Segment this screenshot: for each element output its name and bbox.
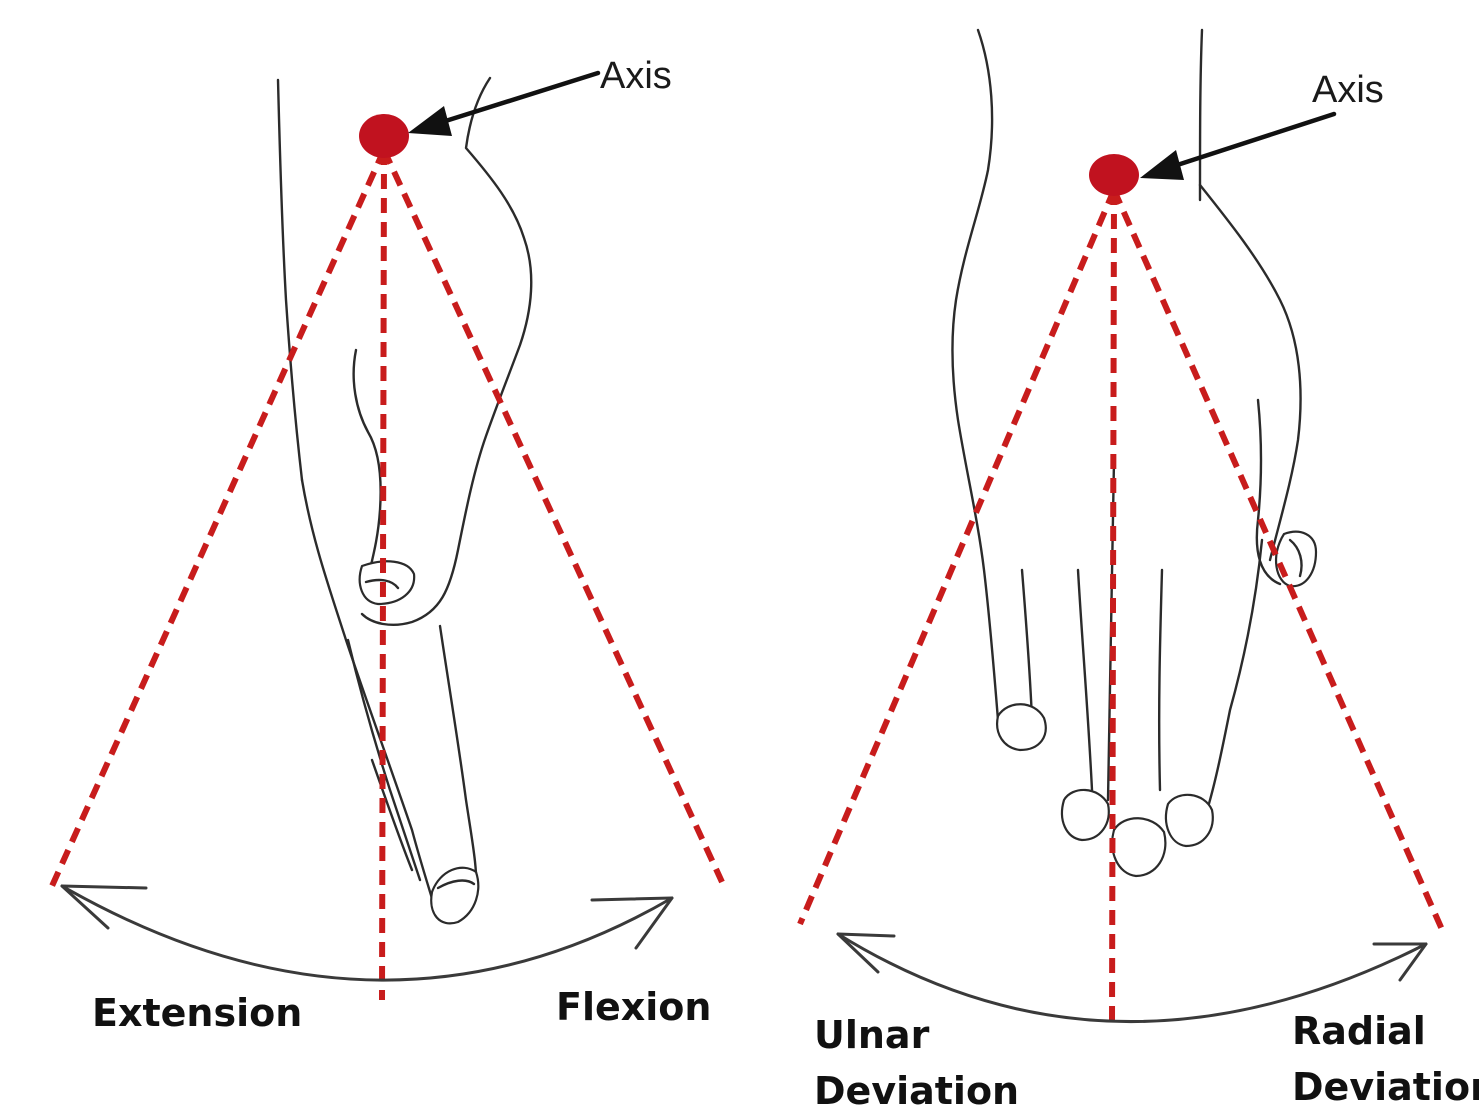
deviation-range-lines (800, 190, 1444, 1024)
axis-label: Axis (600, 55, 672, 97)
flexion-extension-panel: Axis Extension Flexion (52, 55, 722, 1035)
axis-marker-right (1089, 154, 1139, 196)
axis-marker (359, 114, 409, 158)
ring-finger-tip (1062, 790, 1109, 840)
side-view-hand-drawing (278, 78, 531, 923)
flexion-label: Flexion (556, 985, 711, 1029)
index-finger-tip (1166, 795, 1213, 846)
deviation-panel: Axis Ulnar Deviation Radial Deviation (800, 30, 1479, 1113)
ulnar-deviation-label: Ulnar Deviation (814, 1013, 1019, 1113)
neutral-line-right (1112, 190, 1114, 1024)
ulnar-label-line1: Ulnar (814, 1013, 930, 1057)
flexion-limit-line (384, 150, 722, 882)
extension-limit-line (52, 150, 384, 886)
middle-finger-tip (1112, 818, 1165, 876)
axis-label-right: Axis (1312, 69, 1384, 111)
extension-label: Extension (92, 991, 302, 1035)
ulnar-label-line2: Deviation (814, 1069, 1019, 1113)
radial-deviation-label: Radial Deviation (1292, 1009, 1479, 1109)
motion-arc (62, 886, 672, 980)
little-finger-tip (997, 704, 1046, 750)
radial-label-line2: Deviation (1292, 1065, 1479, 1109)
front-view-hand-drawing (952, 30, 1316, 876)
radial-label-line1: Radial (1292, 1009, 1426, 1053)
axis-pointer-arrow-right (1140, 114, 1334, 180)
axis-pointer-arrow (408, 73, 598, 136)
